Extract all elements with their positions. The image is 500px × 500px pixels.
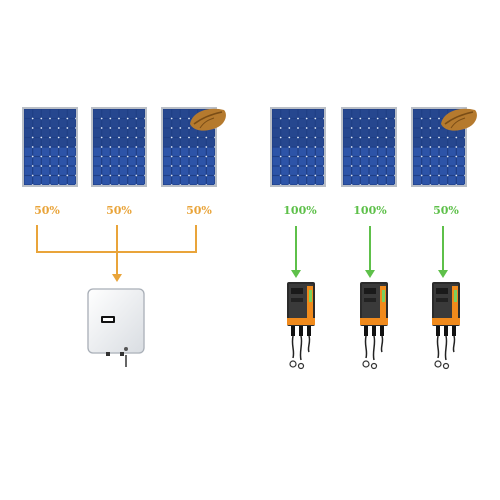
output-label-string-3: 50% [186, 204, 212, 217]
solar-panel-micro-1 [270, 107, 326, 187]
string-inverter-icon [87, 288, 145, 367]
arrow-3-head [438, 270, 448, 278]
leaf-shade-icon [190, 108, 226, 131]
output-label-micro-2: 100% [353, 204, 387, 217]
output-label-micro-1: 100% [283, 204, 317, 217]
solar-panel-micro-2 [341, 107, 397, 187]
micro-inverter-icon [359, 281, 389, 370]
arrow-2-head [365, 270, 375, 278]
output-label-micro-3: 50% [433, 204, 459, 217]
output-label-string-2: 50% [106, 204, 132, 217]
solar-panel-string-2 [91, 107, 147, 187]
micro-inverter-icon [431, 281, 461, 370]
arrow-to-inverter [112, 274, 122, 282]
string-bus [36, 225, 197, 276]
output-label-string-1: 50% [34, 204, 60, 217]
leaf-shade-icon [441, 108, 477, 131]
micro-inverter-icon [286, 281, 316, 370]
solar-panel-string-1 [22, 107, 78, 187]
arrow-1-head [291, 270, 301, 278]
